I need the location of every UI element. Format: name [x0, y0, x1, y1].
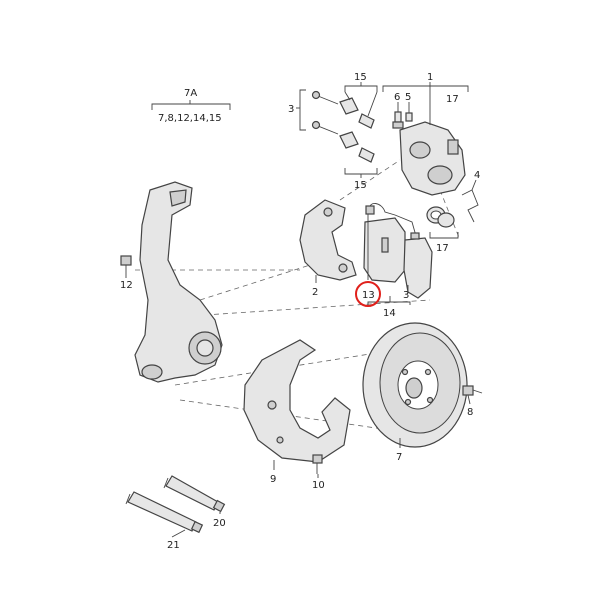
label-15-bottom: 15: [354, 180, 367, 191]
label-3-top: 3: [288, 104, 294, 115]
spring-clip: [461, 189, 479, 223]
label-2: 2: [312, 287, 318, 298]
label-15-top: 15: [354, 72, 367, 83]
screw-10: [312, 454, 323, 474]
label-13: 13: [362, 290, 375, 301]
grease-tube-21: [125, 491, 204, 534]
brake-pads: [363, 217, 433, 299]
label-21: 21: [167, 540, 180, 551]
bleed-valve: [392, 111, 413, 129]
splash-shield: [243, 339, 351, 463]
wear-sensor-wire: [365, 203, 420, 240]
steering-knuckle: [134, 181, 223, 383]
label-14: 14: [383, 308, 396, 319]
label-12: 12: [120, 280, 133, 291]
label-1: 1: [427, 72, 433, 83]
label-9: 9: [270, 474, 276, 485]
label-10: 10: [312, 480, 325, 491]
screw-8: [462, 385, 483, 396]
label-4: 4: [474, 170, 480, 181]
label-20: 20: [213, 518, 226, 529]
brake-carrier-bracket: [299, 199, 357, 281]
label-6: 6: [394, 92, 400, 103]
part-labels: 7A 7,8,12,14,15 3 15 15 1 17 6 5 4 17 12…: [120, 72, 480, 551]
guide-sleeves: [339, 97, 375, 163]
grease-tube-20: [163, 475, 226, 513]
seal-rings: [426, 206, 455, 228]
label-17-top: 17: [446, 94, 459, 105]
brake-caliper: [399, 121, 466, 196]
label-3-pad: 3: [403, 290, 409, 301]
guide-bolts: [311, 90, 339, 135]
label-17-bottom: 17: [436, 243, 449, 254]
label-5: 5: [405, 92, 411, 103]
highlight-circle: [355, 281, 381, 307]
label-7a-list: 7,8,12,14,15: [158, 113, 222, 124]
brake-disc: [362, 322, 468, 448]
label-7a: 7A: [184, 88, 197, 99]
label-7: 7: [396, 452, 402, 463]
leader-lines: [125, 82, 477, 538]
label-8: 8: [467, 407, 473, 418]
screw-12: [120, 255, 132, 276]
